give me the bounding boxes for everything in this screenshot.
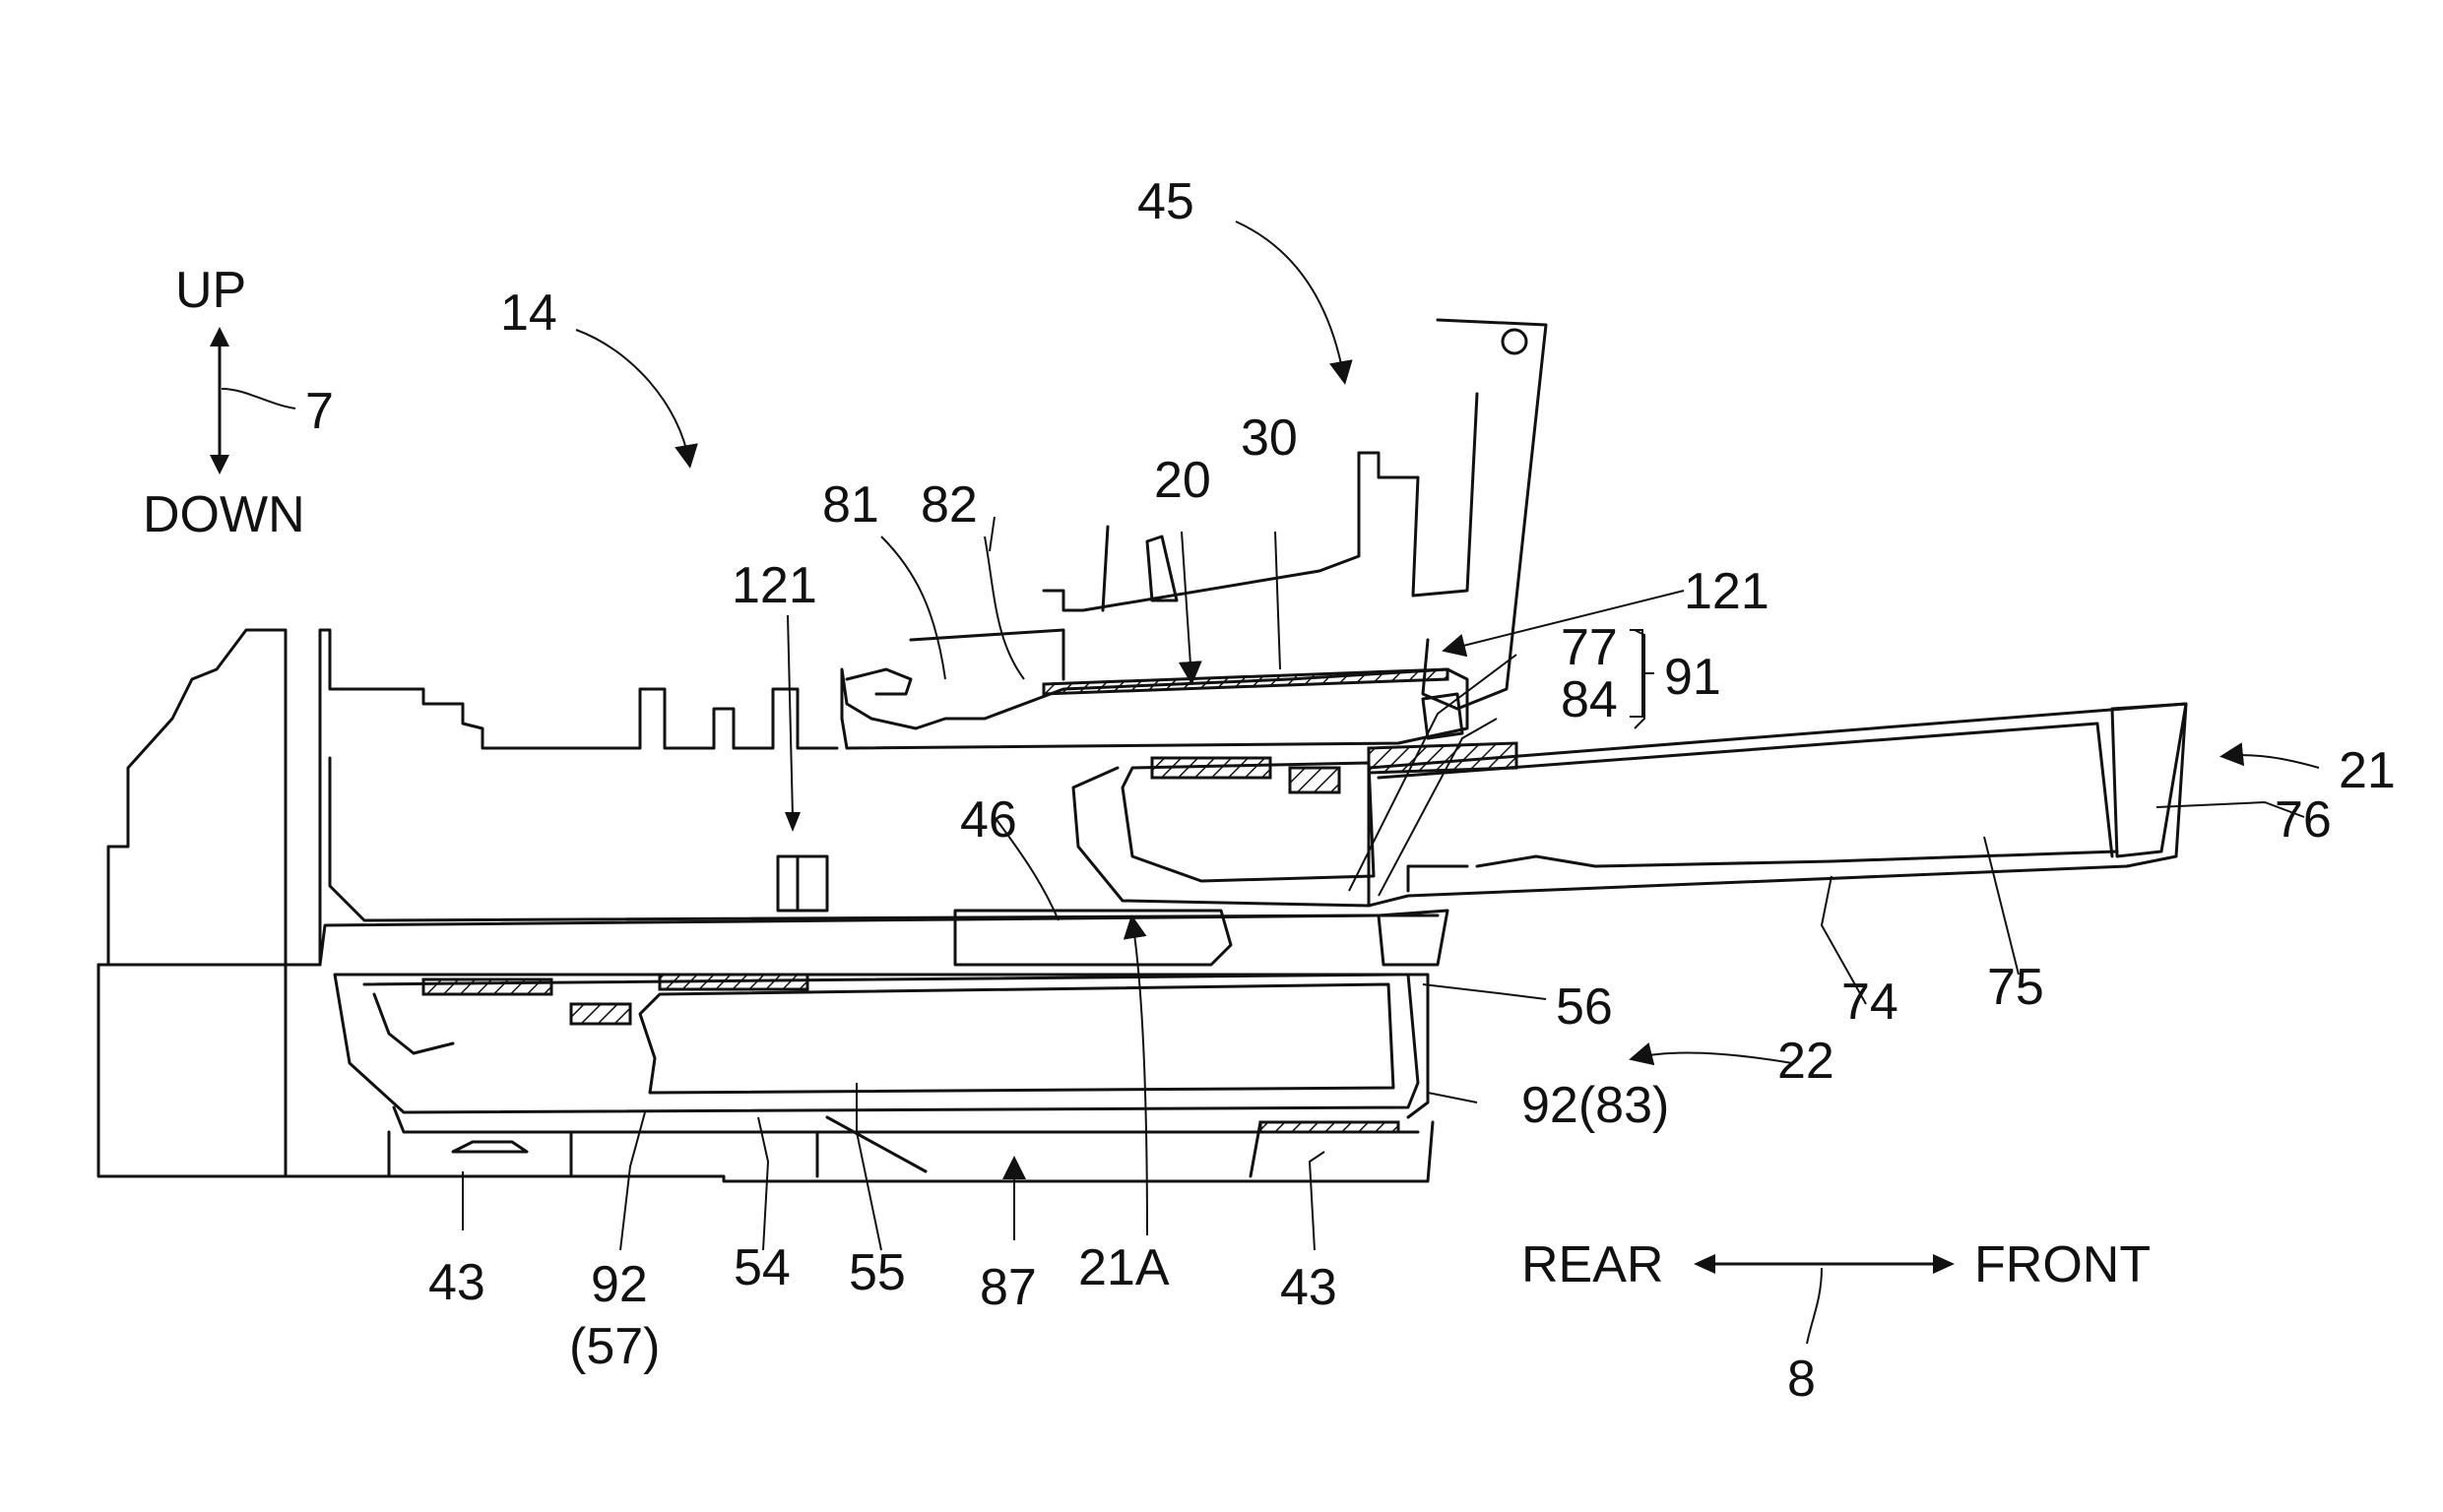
label-43-left: 43	[428, 1254, 485, 1311]
cover-unit-45	[842, 320, 1546, 748]
label-57: (57)	[569, 1318, 660, 1375]
label-55: 55	[849, 1244, 906, 1301]
front-label: FRONT	[1974, 1236, 2151, 1293]
down-label: DOWN	[143, 486, 305, 543]
label-91: 91	[1664, 649, 1721, 706]
label-21: 21	[2339, 742, 2396, 799]
up-label: UP	[175, 262, 246, 319]
horizontal-ref-label: 8	[1787, 1351, 1816, 1408]
vertical-direction-indicator: UP DOWN 7	[143, 262, 334, 543]
label-43-right: 43	[1280, 1259, 1337, 1316]
vertical-ref-label: 7	[305, 383, 334, 440]
label-87: 87	[980, 1259, 1037, 1316]
label-121-left: 121	[732, 557, 817, 614]
label-81: 81	[822, 476, 879, 534]
plate-46	[778, 768, 1447, 965]
label-121-right: 121	[1684, 563, 1769, 620]
label-84: 84	[1561, 671, 1618, 728]
rear-label: REAR	[1521, 1236, 1663, 1293]
bracket-91	[1630, 630, 1654, 717]
lower-tray-22	[335, 975, 1428, 1176]
label-46: 46	[960, 791, 1017, 849]
label-75: 75	[1987, 959, 2044, 1016]
label-22: 22	[1777, 1033, 1834, 1090]
label-30: 30	[1241, 410, 1298, 467]
label-92: 92	[591, 1256, 648, 1313]
label-74: 74	[1841, 974, 1898, 1031]
label-20: 20	[1154, 452, 1211, 509]
label-54: 54	[734, 1239, 791, 1296]
leader-lines	[463, 221, 2319, 1250]
label-77: 77	[1561, 619, 1618, 676]
upper-tray-21	[1123, 704, 2186, 906]
label-76: 76	[2275, 791, 2332, 849]
label-21A: 21A	[1078, 1239, 1170, 1296]
label-82: 82	[921, 476, 978, 534]
horizontal-direction-indicator: REAR FRONT 8	[1521, 1236, 2151, 1408]
label-45: 45	[1137, 173, 1194, 230]
label-14: 14	[500, 284, 557, 342]
housing-outline	[98, 630, 1438, 1181]
label-56: 56	[1556, 978, 1613, 1036]
label-92-83: 92(83)	[1521, 1077, 1669, 1134]
